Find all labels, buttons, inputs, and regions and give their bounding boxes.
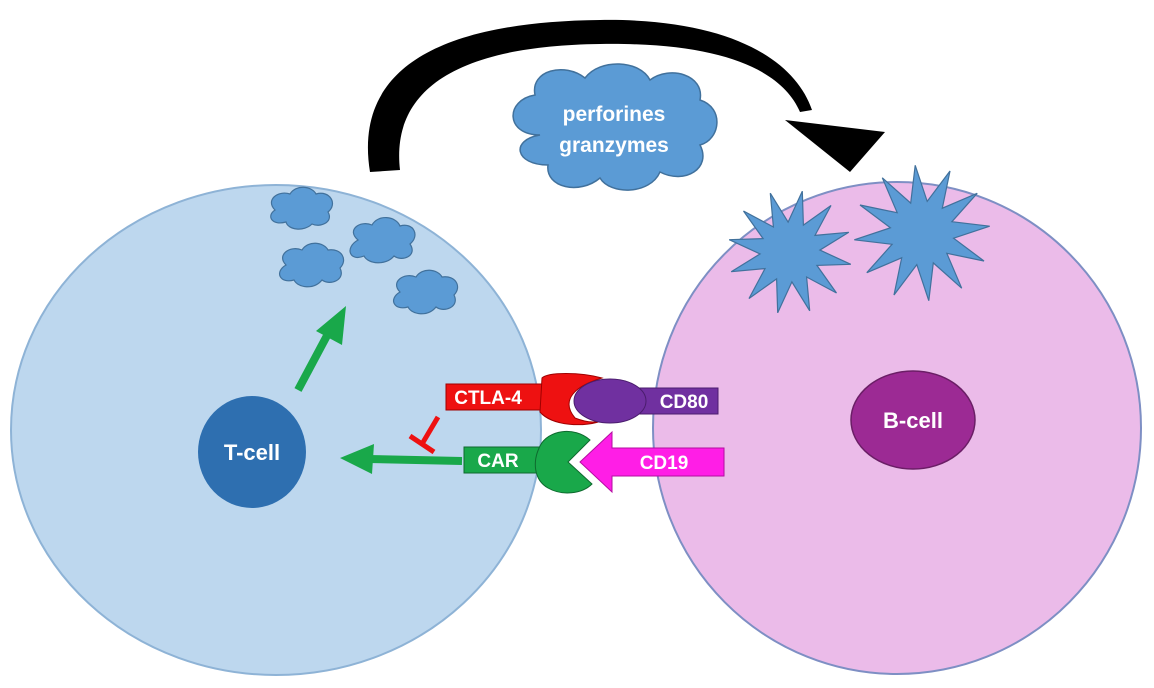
damage-star <box>854 165 990 301</box>
transfer-arrow <box>367 19 885 172</box>
granule <box>349 217 416 264</box>
ctla4-label: CTLA-4 <box>454 388 522 409</box>
damage-stars <box>728 165 990 314</box>
cloud-line-1: perforines <box>563 103 666 126</box>
t-cell-label: T-cell <box>224 440 280 465</box>
cd19-label: CD19 <box>640 453 689 474</box>
granule <box>270 186 333 230</box>
t-cell-nucleus <box>198 396 306 508</box>
car-signal-arrow <box>340 444 463 474</box>
damage-star <box>728 190 852 314</box>
cloud-line-2: granzymes <box>559 134 669 157</box>
cd19-ligand: CD19 <box>579 430 725 494</box>
cd80-label: CD80 <box>660 392 709 413</box>
b-cell-label: B-cell <box>883 408 943 433</box>
granules <box>270 186 459 315</box>
granule <box>392 269 459 315</box>
b-cell-nucleus <box>850 370 976 470</box>
granule <box>278 242 345 288</box>
ctla4-receptor: CTLA-4 <box>445 373 605 426</box>
car-label: CAR <box>477 451 518 472</box>
activation-arrow-up <box>294 306 346 392</box>
perforins-granzymes-cloud: perforines granzymes <box>512 63 718 191</box>
inhibition-symbol <box>408 415 441 455</box>
car-receptor: CAR <box>463 430 593 494</box>
cd80-ligand: CD80 <box>573 378 719 424</box>
